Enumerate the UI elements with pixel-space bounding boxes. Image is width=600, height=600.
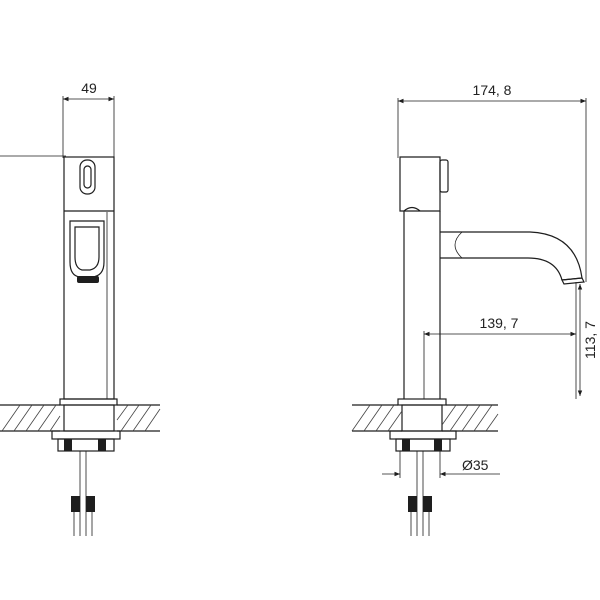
- front-mount: [51, 398, 121, 536]
- side-length-dimension: 174, 8: [397, 82, 587, 282]
- side-height-dimension: 113, 7: [577, 284, 598, 396]
- side-diameter-dimension: Ø35: [382, 451, 500, 478]
- side-reach-label: 139, 7: [480, 315, 519, 331]
- side-reach-dimension: 139, 7: [423, 282, 577, 399]
- front-width-dimension: 49: [62, 80, 115, 158]
- faucet-side-body: [399, 156, 585, 399]
- faucet-front-body: [63, 156, 115, 400]
- side-view: 174, 8 139, 7 113, 7: [351, 82, 598, 536]
- side-length-label: 174, 8: [473, 82, 512, 98]
- handle-slot: [79, 159, 96, 195]
- side-diameter-label: Ø35: [462, 457, 489, 473]
- side-countertop: [351, 404, 499, 432]
- front-width-label: 49: [81, 80, 97, 96]
- side-mount: [389, 398, 457, 536]
- front-countertop: [0, 404, 161, 432]
- side-handle: [439, 159, 449, 193]
- spout-arm: [440, 231, 583, 281]
- aerator: [77, 276, 99, 283]
- front-view: 49: [0, 80, 161, 536]
- side-height-label: 113, 7: [582, 321, 598, 359]
